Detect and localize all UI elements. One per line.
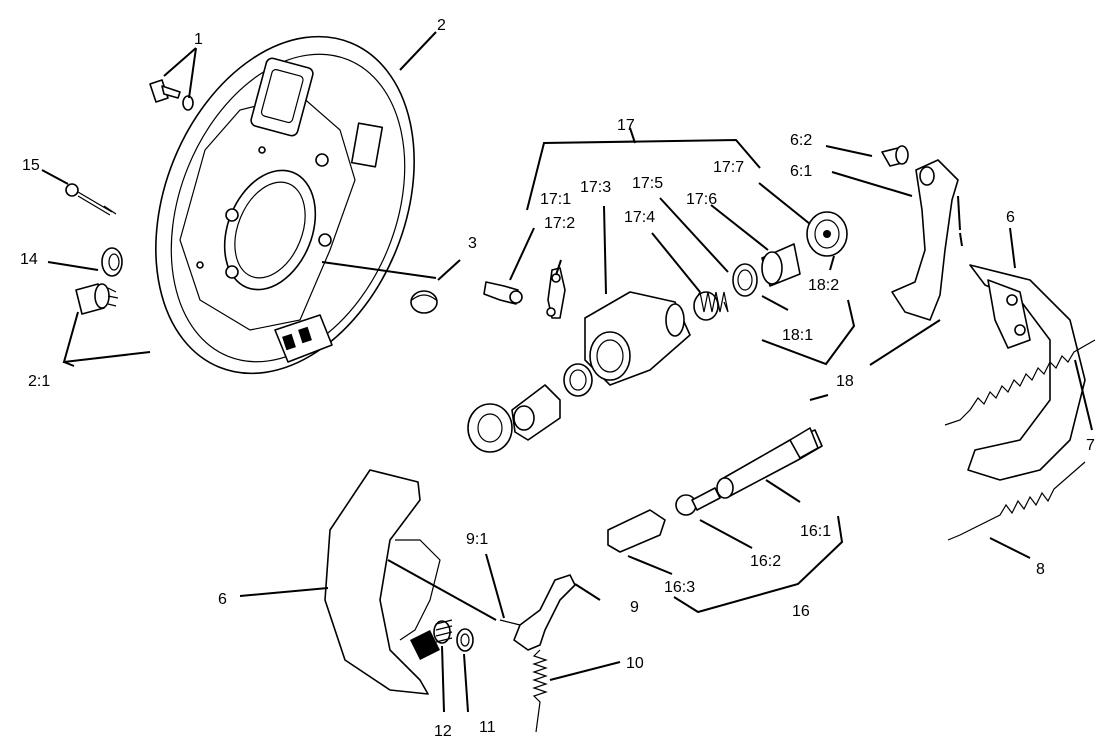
spring-10	[532, 649, 548, 733]
label-8: 8	[1036, 561, 1045, 578]
label-18-2: 18:2	[808, 277, 839, 294]
callout-labels: 1 2 3 15 14 2:1 17 17:1 17:3 17:2 17:5 1…	[20, 17, 1095, 740]
label-17-7: 17:7	[713, 159, 744, 176]
label-2: 2	[437, 17, 446, 34]
lever-pin	[881, 145, 909, 167]
label-16: 16	[792, 603, 810, 620]
cylinder-spring	[693, 290, 729, 321]
label-9: 9	[630, 599, 639, 616]
brake-shoe-right	[967, 264, 1086, 481]
long-bolt	[65, 183, 117, 216]
spring-8	[947, 461, 1086, 541]
plug-cap	[75, 283, 119, 315]
label-6-2: 6:2	[790, 132, 812, 149]
label-6-1: 6:1	[790, 163, 812, 180]
leader-lines	[41, 31, 1093, 713]
label-3: 3	[468, 235, 477, 252]
cylinder-cup-17-5	[732, 263, 758, 297]
label-16-2: 16:2	[750, 553, 781, 570]
lower-cylinder-parts	[467, 363, 593, 453]
label-17-6: 17:6	[686, 191, 717, 208]
label-11: 11	[479, 719, 496, 736]
label-16-1: 16:1	[800, 523, 831, 540]
bleeder-screw	[483, 281, 523, 305]
brake-shoe-lower	[324, 469, 441, 695]
adjuster-assembly	[607, 427, 823, 553]
label-1: 1	[194, 31, 203, 48]
label-2-1: 2:1	[28, 373, 50, 390]
wheel-cylinder	[546, 267, 691, 386]
label-17-3: 17:3	[580, 179, 611, 196]
label-17-4: 17:4	[624, 209, 655, 226]
label-14: 14	[20, 251, 38, 268]
label-9-1: 9:1	[466, 531, 488, 548]
plug-3	[410, 290, 438, 314]
backing-plate	[155, 35, 415, 375]
part-12-spring	[433, 619, 453, 644]
adjuster-lever	[499, 574, 576, 651]
label-10: 10	[626, 655, 644, 672]
part-11-washer	[456, 628, 474, 652]
label-6-right: 6	[1006, 209, 1015, 226]
label-15: 15	[22, 157, 40, 174]
cylinder-piston-17-6	[761, 243, 801, 287]
grommet	[101, 247, 123, 277]
label-7: 7	[1086, 437, 1095, 454]
label-17: 17	[617, 117, 635, 134]
label-18: 18	[836, 373, 854, 390]
label-6-lower: 6	[218, 591, 227, 608]
label-12: 12	[434, 723, 452, 740]
label-17-2: 17:2	[544, 215, 575, 232]
return-spring-7	[944, 339, 1096, 426]
bolt-and-washer	[149, 79, 194, 111]
label-16-3: 16:3	[664, 579, 695, 596]
label-17-1: 17:1	[540, 191, 571, 208]
parking-lever	[891, 159, 959, 321]
label-17-5: 17:5	[632, 175, 663, 192]
dust-boot-17-7	[806, 211, 848, 257]
label-18-1: 18:1	[782, 327, 813, 344]
